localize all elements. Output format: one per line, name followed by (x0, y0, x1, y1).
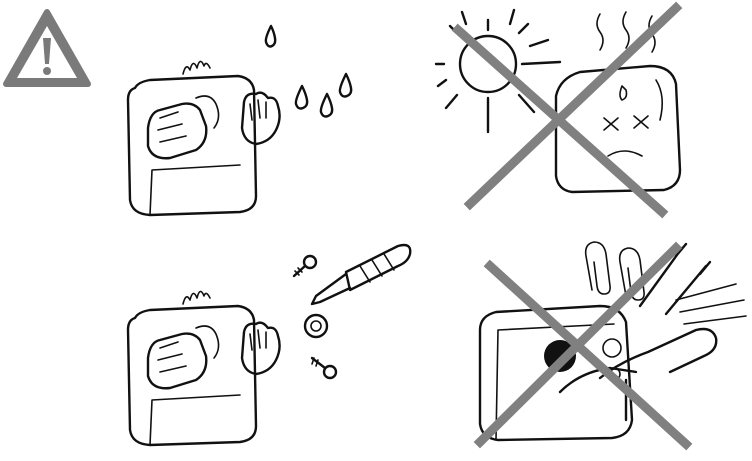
panel-wet-hands (126, 24, 353, 217)
water-drops (264, 24, 353, 118)
appliance-body-2 (126, 290, 258, 447)
screw-icon-bottom (310, 356, 338, 380)
warning-triangle-icon (3, 9, 91, 87)
panel-no-disassembly (126, 243, 412, 447)
prohibition-cross-icon-2 (473, 241, 693, 451)
distressed-appliance (554, 64, 682, 194)
hand-right-2 (240, 321, 281, 376)
screwdriver-icon (310, 243, 412, 306)
hand-left (146, 95, 220, 160)
appliance-body-3 (478, 304, 634, 442)
prohibition-cross-icon (451, 1, 683, 219)
hand-right (240, 91, 281, 146)
panel-no-foreign-objects (473, 241, 747, 451)
panel-sun-heat (434, 1, 683, 219)
screw-icon-top (292, 254, 318, 278)
appliance-body (126, 60, 258, 217)
hand-with-nails (558, 242, 747, 394)
hand-left-2 (146, 325, 220, 390)
washer-icon (303, 313, 329, 339)
